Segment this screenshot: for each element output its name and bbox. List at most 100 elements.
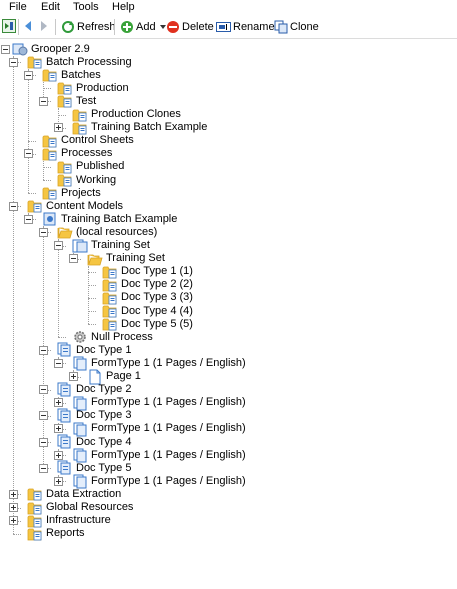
expand-toggle[interactable] <box>54 424 63 434</box>
tree-node-label: Content Models <box>46 199 124 212</box>
control-sheets-folder-icon <box>42 133 58 149</box>
document-folder-icon <box>102 316 118 332</box>
collapse-toggle[interactable] <box>9 201 18 211</box>
clone-button[interactable]: Clone <box>274 19 319 35</box>
tree-node-label: FormType 1 (1 Pages / English) <box>91 422 246 435</box>
forward-arrow-icon[interactable] <box>38 19 50 36</box>
tree-node-label: Production Clones <box>91 108 181 120</box>
form-type-icon <box>72 355 88 371</box>
collapse-toggle[interactable] <box>39 463 48 473</box>
tree-node-label: Doc Type 1 <box>76 343 132 356</box>
page-icon <box>87 369 103 385</box>
collapse-toggle[interactable] <box>24 214 33 224</box>
delete-button[interactable]: Delete <box>166 19 214 35</box>
tree-node-label: Batches <box>61 68 101 81</box>
tree-node-label: Training Set <box>91 239 150 251</box>
tree-node-label: Doc Type 3 (3) <box>121 291 193 304</box>
tree-connector-line <box>58 114 66 116</box>
batch-processing-folder-icon <box>27 54 43 70</box>
expand-toggle[interactable] <box>54 450 63 460</box>
collapse-toggle[interactable] <box>24 149 33 159</box>
tree-connector-line <box>58 337 66 339</box>
grooper-root-icon <box>12 41 28 57</box>
document-folder-icon <box>102 264 118 280</box>
tree-node-label: Grooper 2.9 <box>31 42 90 55</box>
tree-node-label: FormType 1 (1 Pages / English) <box>91 396 246 409</box>
tree-connector-line <box>28 193 36 195</box>
tree-node-label: Projects <box>61 186 101 199</box>
tree-node-label: Working <box>76 173 117 186</box>
collapse-toggle[interactable] <box>54 358 63 368</box>
menu-tools[interactable]: Tools <box>73 1 99 13</box>
collapse-toggle[interactable] <box>54 241 63 250</box>
collapse-toggle[interactable] <box>39 385 48 395</box>
tree-connector-line <box>88 284 96 286</box>
collapse-toggle[interactable] <box>39 227 48 237</box>
expand-toggle[interactable] <box>9 489 18 499</box>
menu-edit[interactable]: Edit <box>41 1 60 13</box>
tree-sync-icon[interactable] <box>2 19 16 36</box>
tree-connector-line <box>13 56 14 534</box>
tree-connector-line <box>58 239 59 338</box>
collapse-toggle[interactable] <box>1 44 10 54</box>
tree-node-label: Doc Type 2 (2) <box>121 278 193 291</box>
gear-icon <box>72 329 88 345</box>
refresh-icon <box>62 21 74 33</box>
document-type-icon <box>57 342 73 358</box>
tree-node-label: Infrastructure <box>46 514 111 527</box>
tree-node-label: Processes <box>61 147 113 160</box>
data-extraction-folder-icon <box>27 486 43 502</box>
rename-icon <box>216 22 231 32</box>
collapse-toggle[interactable] <box>9 57 18 67</box>
tree-node-label: Doc Type 3 <box>76 409 132 422</box>
expand-toggle[interactable] <box>69 372 78 381</box>
form-type-icon <box>72 447 88 463</box>
expand-toggle[interactable] <box>54 476 63 486</box>
collapse-toggle[interactable] <box>24 70 33 80</box>
add-button[interactable]: Add <box>120 19 168 35</box>
tree-node-label: (local resources) <box>76 225 158 238</box>
expand-toggle[interactable] <box>54 123 63 133</box>
batch-icon <box>72 238 88 254</box>
clone-icon <box>274 20 288 34</box>
tree-connector-line <box>88 324 96 326</box>
batch-folder-icon <box>57 93 73 109</box>
document-folder-icon <box>102 290 118 306</box>
expand-toggle[interactable] <box>9 503 18 512</box>
rename-button[interactable]: Rename <box>216 19 275 35</box>
back-arrow-icon[interactable] <box>22 19 34 36</box>
tree-connector-line <box>43 88 51 90</box>
add-icon <box>121 21 133 33</box>
form-type-icon <box>72 421 88 437</box>
tree-node-label: Training Batch Example <box>91 121 208 134</box>
tree-node-label: FormType 1 (1 Pages / English) <box>91 474 246 487</box>
document-type-icon <box>57 434 73 450</box>
dropdown-arrow-icon <box>159 25 166 29</box>
document-type-icon <box>57 382 73 398</box>
tree-connector-line <box>28 69 29 194</box>
tree-connector-line <box>88 265 89 325</box>
document-type-icon <box>57 460 73 476</box>
tree-connector-line <box>88 271 96 273</box>
tree-node-label: Page 1 <box>106 370 141 382</box>
tree-node-label: Test <box>76 94 97 107</box>
content-models-folder-icon <box>27 198 43 214</box>
collapse-toggle[interactable] <box>39 345 48 355</box>
collapse-toggle[interactable] <box>39 96 48 106</box>
menu-help[interactable]: Help <box>112 1 135 13</box>
document-folder-icon <box>102 277 118 293</box>
form-type-icon <box>72 473 88 489</box>
expand-toggle[interactable] <box>9 516 18 526</box>
tree-node-label: Reports <box>46 527 85 540</box>
tree-node-label: Doc Type 4 <box>76 435 132 448</box>
collapse-toggle[interactable] <box>69 254 78 264</box>
collapse-toggle[interactable] <box>39 437 48 447</box>
global-resources-folder-icon <box>27 500 43 516</box>
tree-connector-line <box>88 311 96 312</box>
refresh-button[interactable]: Refresh <box>61 19 116 35</box>
collapse-toggle[interactable] <box>39 411 48 421</box>
expand-toggle[interactable] <box>54 398 63 408</box>
menu-file[interactable]: File <box>9 1 27 13</box>
tree-connector-line <box>43 166 51 168</box>
